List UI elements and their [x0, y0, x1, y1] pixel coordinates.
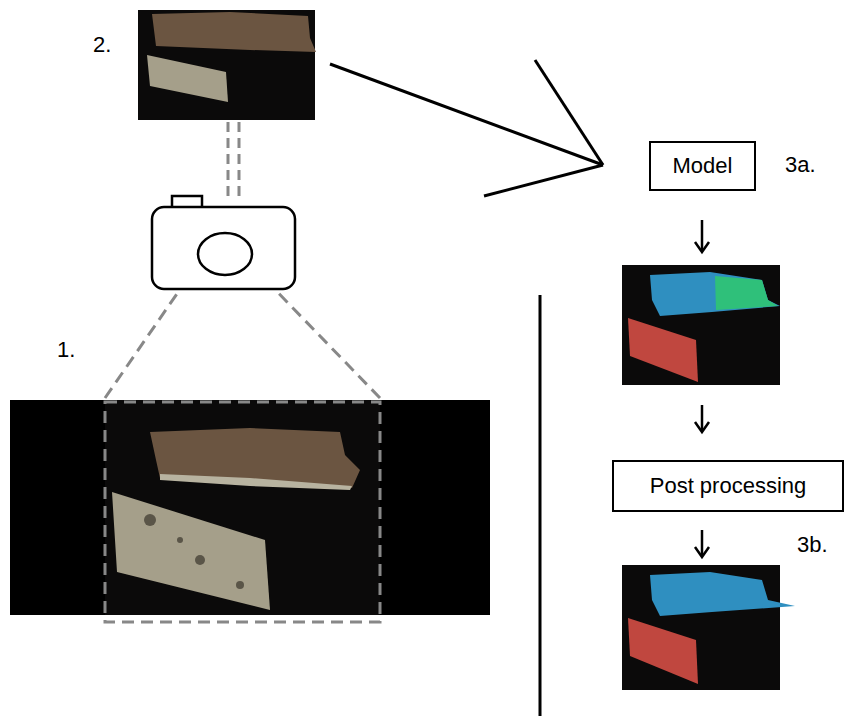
callout-number: 2.	[93, 33, 111, 57]
callout-number: 3a.	[785, 153, 816, 177]
input-arrow	[330, 60, 603, 196]
camera-icon	[152, 196, 295, 289]
camera-photo	[10, 400, 490, 615]
view-line	[227, 122, 230, 196]
postprocessed-output	[622, 565, 795, 690]
view-line	[105, 272, 192, 398]
process-box: Model	[649, 141, 756, 191]
box-label: Post processing	[650, 474, 807, 498]
process-box: Post processing	[612, 460, 844, 512]
view-line	[238, 122, 241, 196]
crop-frame	[105, 402, 380, 622]
callout-number: 1.	[57, 338, 75, 362]
view-line	[258, 272, 380, 398]
callout-number: 3b.	[797, 533, 828, 557]
box-label: Model	[673, 154, 733, 178]
divider-line	[539, 295, 542, 716]
cropped-photo	[138, 10, 316, 120]
segmentation-output	[622, 265, 780, 385]
